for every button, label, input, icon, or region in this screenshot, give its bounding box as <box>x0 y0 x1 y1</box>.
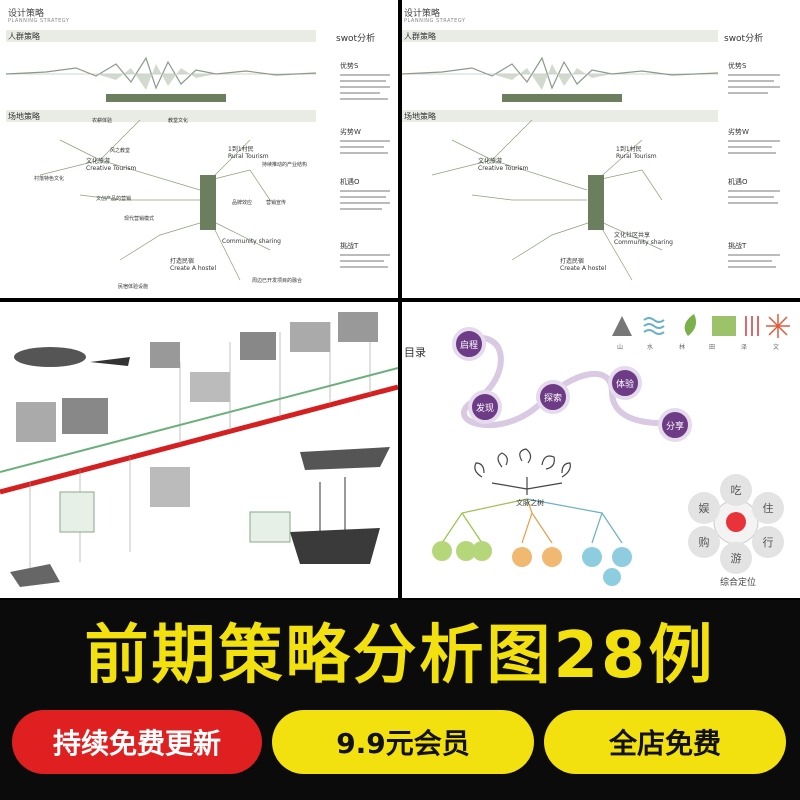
center-villagers: 1到1村民 <box>616 146 642 153</box>
diagram-panel: 目录 启程 发现 探索 体验 分享 山 水 林 田 泽 文 文脉之树 吃 住 <box>402 302 800 598</box>
cat-marsh: 泽 <box>740 344 747 351</box>
petal-eat: 吃 <box>720 474 752 506</box>
journey-path <box>460 335 676 428</box>
cat-culture: 文 <box>772 344 779 351</box>
population-profile <box>6 56 316 102</box>
petal-live: 住 <box>752 492 784 524</box>
swot-heading: swot分析 <box>724 34 764 44</box>
panel-title: 设计策略 <box>8 9 45 19</box>
left-pill: 持续免费更新 <box>12 710 262 774</box>
center-creative-tourism: Creative Tourism <box>478 165 529 172</box>
site-heading: 场地策略 <box>8 112 40 121</box>
center-hostel: 打造民宿 <box>560 258 585 265</box>
cat-forest: 林 <box>678 344 685 351</box>
crowd-heading: 人群策略 <box>8 32 40 41</box>
node-creative-tourism: Creative Tourism <box>86 165 137 172</box>
node-rural-tourism: Rural Tourism <box>228 153 269 160</box>
timeline-panel <box>0 302 398 598</box>
node-hostel-facility: 民宿体验设施 <box>118 284 149 290</box>
node-experience: 体验 <box>608 366 642 400</box>
petal-travel: 行 <box>752 526 784 558</box>
timeline-illustration <box>0 312 398 587</box>
swot-text-lines <box>340 74 390 268</box>
node-share: 分享 <box>658 408 692 442</box>
petal-tour: 游 <box>720 542 752 574</box>
population-profile <box>402 56 718 102</box>
site-bar <box>402 110 718 122</box>
swot-s: 优势S <box>728 62 747 70</box>
swot-o: 机遇O <box>728 178 748 186</box>
toc-label: 目录 <box>404 346 426 359</box>
panel-subtitle: PLANNING STRATEGY <box>404 18 466 24</box>
petal-fun: 娱 <box>688 492 720 524</box>
center-community-cn: 文化社区共享 <box>614 232 651 239</box>
strategy-panel-right: 设计策略 PLANNING STRATEGY 人群策略 swot分析 场地策略 … <box>402 0 800 298</box>
node-create-hostel: Create A hostel <box>170 265 217 272</box>
category-icons <box>612 314 790 338</box>
cat-field: 田 <box>708 344 715 351</box>
swot-t: 挑战T <box>340 242 359 250</box>
node-community: Community sharing <box>222 238 281 245</box>
panel-subtitle: PLANNING STRATEGY <box>8 18 70 24</box>
swot-w: 劣势W <box>728 128 749 136</box>
swot-text-lines <box>728 74 780 268</box>
mindmap-lines <box>39 120 271 281</box>
site-heading: 场地策略 <box>404 112 436 121</box>
mindmap-lines <box>431 120 663 281</box>
cat-mountain: 山 <box>616 344 623 351</box>
node-farming: 农耕体验 <box>92 118 113 124</box>
node-brand-effect: 品牌效应 <box>232 200 253 206</box>
node-explore: 探索 <box>536 380 570 414</box>
node-church-culture: 教堂文化 <box>168 118 189 124</box>
site-bar <box>6 110 316 122</box>
center-rural-tourism: Rural Tourism <box>616 153 657 160</box>
strategy-panel-left: 设计策略 PLANNING STRATEGY 人群策略 swot分析 场地策略 … <box>0 0 398 298</box>
banner-title: 前期策略分析图28例 <box>0 600 800 700</box>
culture-tree <box>432 448 632 586</box>
mid-pill: 9.9元会员 <box>272 710 534 774</box>
node-culture-tourism: 文化旅游 <box>86 158 111 165</box>
node-industry: 持续推动的产业结构 <box>262 162 308 168</box>
crowd-heading: 人群策略 <box>404 32 436 41</box>
right-pill: 全店免费 <box>544 710 786 774</box>
center-culture-tourism: 文化旅游 <box>478 158 503 165</box>
swot-t: 挑战T <box>728 242 747 250</box>
node-modern-marketing: 现代营销模式 <box>124 216 155 222</box>
node-cultural-products: 文创产品的营销 <box>96 196 132 202</box>
node-marketing-promo: 营销宣传 <box>266 200 287 206</box>
panel-title: 设计策略 <box>404 9 441 19</box>
crowd-bar <box>6 30 316 42</box>
node-hostel: 打造民宿 <box>170 258 195 265</box>
flower-caption: 综合定位 <box>720 578 757 588</box>
center-community: Community sharing <box>614 239 673 246</box>
node-wind-church: 风之教堂 <box>110 148 131 154</box>
node-discover: 发现 <box>468 390 502 424</box>
swot-s: 优势S <box>340 62 359 70</box>
swot-heading: swot分析 <box>336 34 376 44</box>
tree-label: 文脉之树 <box>516 499 544 507</box>
node-start: 启程 <box>452 327 486 361</box>
node-village-culture: 村落特色文化 <box>34 176 65 182</box>
node-villagers: 1到1村民 <box>228 146 254 153</box>
node-surrounding: 周边已开发项目的融合 <box>252 278 303 284</box>
swot-o: 机遇O <box>340 178 360 186</box>
petal-shop: 购 <box>688 526 720 558</box>
crowd-bar <box>402 30 718 42</box>
cat-water: 水 <box>646 344 653 351</box>
center-create-hostel: Create A hostel <box>560 265 607 272</box>
swot-w: 劣势W <box>340 128 361 136</box>
